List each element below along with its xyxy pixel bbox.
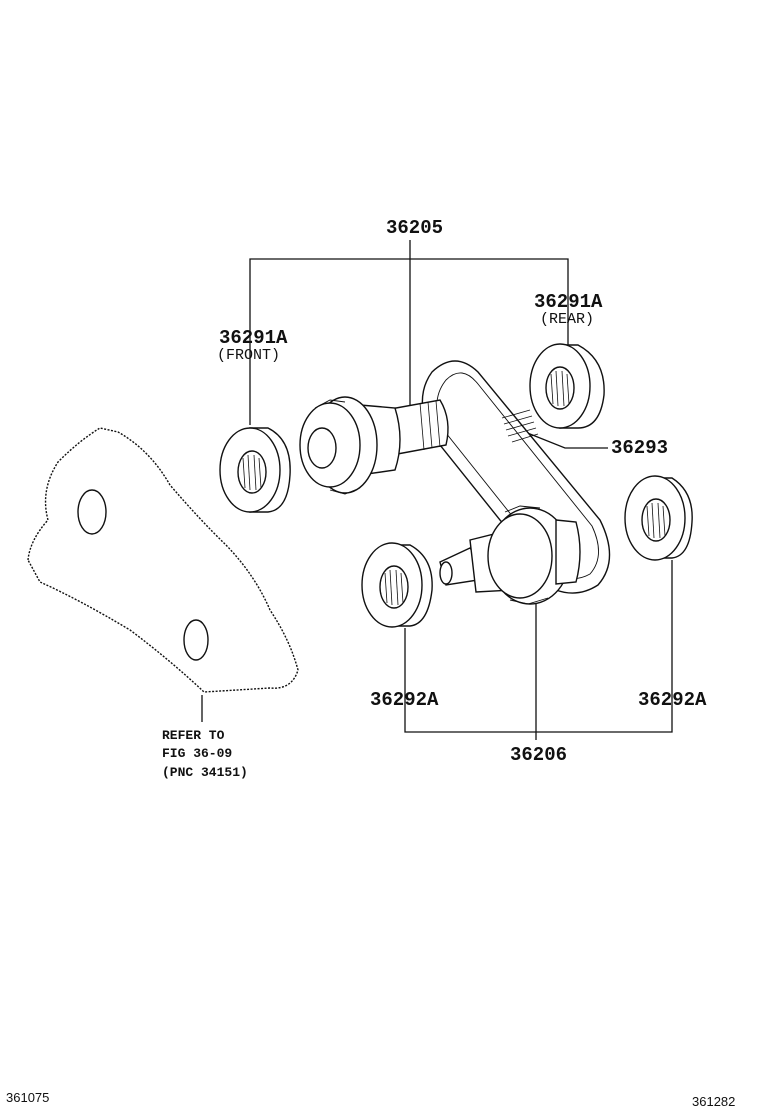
label-rear: (REAR) <box>540 311 594 328</box>
label-36205: 36205 <box>386 217 443 239</box>
label-front: (FRONT) <box>217 347 280 364</box>
bearing-left-36292a <box>361 542 433 628</box>
footer-right-code: 361282 <box>692 1094 735 1109</box>
refer-note-line2: FIG 36-09 <box>162 746 232 761</box>
refer-note-line3: (PNC 34151) <box>162 765 248 780</box>
label-36293: 36293 <box>611 437 668 459</box>
label-36206: 36206 <box>510 744 567 766</box>
footer-left-code: 361075 <box>6 1090 49 1105</box>
label-36292a-left: 36292A <box>370 689 439 711</box>
drive-sprocket <box>299 396 449 495</box>
driven-sprocket <box>439 505 581 605</box>
refer-note-line1: REFER TO <box>162 728 225 743</box>
bearing-right-36292a <box>624 475 693 561</box>
label-36292a-right: 36292A <box>638 689 707 711</box>
leader-lines <box>201 240 673 740</box>
label-36291a-rear: 36291A <box>534 291 603 313</box>
housing-outline <box>27 427 299 693</box>
bearing-front-36291a <box>219 427 291 513</box>
label-36291a-front: 36291A <box>219 327 288 349</box>
bearing-rear-36291a <box>529 343 605 429</box>
